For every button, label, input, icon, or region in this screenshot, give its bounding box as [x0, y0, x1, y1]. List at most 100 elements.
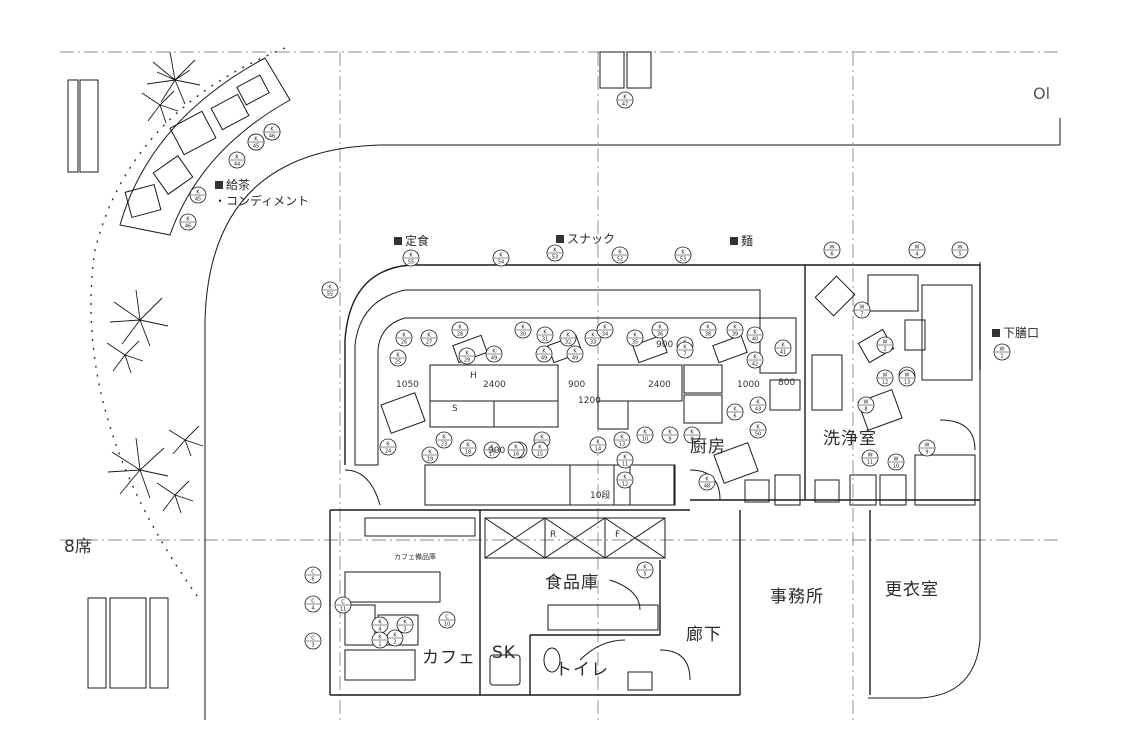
k-equipment-tag: K52	[611, 246, 629, 264]
k-equipment-tag: K43	[749, 396, 767, 414]
w-equipment-tag-number: 13	[904, 380, 910, 386]
k-equipment-tag-prefix: K	[396, 353, 400, 359]
c-equipment-tag-number: 3	[311, 643, 314, 649]
k-equipment-tag-prefix: K	[733, 325, 737, 331]
w-equipment-tag-prefix: W	[864, 400, 869, 406]
k-equipment-tag: K23	[435, 431, 453, 449]
k-equipment-tag-prefix: K	[591, 333, 595, 339]
k-equipment-tag-number: 4	[378, 627, 381, 633]
k-equipment-tag-number: 45	[195, 197, 201, 203]
k-equipment-tag-number: 12	[622, 482, 628, 488]
k-equipment-tag-prefix: K	[393, 633, 397, 639]
c-equipment-tag-number: 11	[340, 607, 346, 613]
k-equipment-tag-prefix: K	[196, 190, 200, 196]
k-equipment-tag-prefix: K	[542, 349, 546, 355]
k-equipment-tag-prefix: K	[402, 333, 406, 339]
k-equipment-tag-number: 11	[622, 462, 628, 468]
k-equipment-tag: K1	[371, 631, 389, 649]
k-equipment-tag: K46	[263, 123, 281, 141]
k-equipment-tag-prefix: K	[683, 345, 687, 351]
k-equipment-tag: K50	[749, 421, 767, 439]
k-equipment-tag-prefix: K	[521, 325, 525, 331]
dotted-boundary	[90, 47, 286, 601]
cafe-storage-label: カフェ備品庫	[394, 553, 436, 561]
square-marker-icon	[394, 237, 402, 245]
k-equipment-tag: K6	[726, 403, 744, 421]
c-equipment-tag-number: 6	[311, 577, 314, 583]
k-equipment-tag-prefix: K	[386, 442, 390, 448]
h-mark: H	[470, 371, 477, 381]
k-equipment-tag-prefix: K	[781, 343, 785, 349]
k-equipment-tag-prefix: K	[753, 330, 757, 336]
c-equipment-tag: C11	[334, 596, 352, 614]
k-equipment-tag: K47	[616, 91, 634, 109]
k-equipment-tag: K48	[698, 473, 716, 491]
k-equipment-tag: K16	[507, 441, 525, 459]
k-equipment-tag: K49	[485, 345, 503, 363]
k-equipment-tag-prefix: K	[566, 333, 570, 339]
room-locker: 更衣室	[885, 580, 939, 600]
k-equipment-tag: K29	[458, 347, 476, 365]
k-equipment-tag: K26	[395, 329, 413, 347]
k-equipment-tag: K39	[726, 321, 744, 339]
k-equipment-tag-number: 53	[680, 257, 686, 263]
section-tray-return: 下膳口	[992, 324, 1039, 341]
w-equipment-tag-prefix: W	[883, 340, 888, 346]
k-equipment-tag-number: 45	[253, 144, 259, 150]
w-equipment-tag: W7	[853, 301, 871, 319]
c-equipment-tag-prefix: C	[445, 615, 449, 621]
k-equipment-tag-prefix: K	[270, 127, 274, 133]
k-tag-group: K47K44K45K46K45K46K45K46K55K55K54K53K52K…	[179, 91, 792, 649]
toilet-fixtures	[543, 479, 840, 691]
k-equipment-tag: K38	[699, 321, 717, 339]
k-equipment-tag-number: 8	[690, 437, 693, 443]
k-equipment-tag: K18	[459, 439, 477, 457]
k-equipment-tag: K45	[189, 186, 207, 204]
cafe-equipment	[344, 517, 521, 686]
k-equipment-tag: K3	[396, 616, 414, 634]
r-mark: R	[550, 530, 557, 540]
section-snack: スナック	[556, 230, 615, 247]
k-equipment-tag: K19	[421, 446, 439, 464]
w-equipment-tag-prefix: W	[894, 457, 899, 463]
k-equipment-tag-number: 27	[426, 340, 432, 346]
seat-count-label: 8席	[64, 537, 92, 557]
doors	[344, 419, 976, 681]
k-equipment-tag-prefix: K	[603, 325, 607, 331]
w-equipment-tag-number: 5	[958, 252, 961, 258]
k-equipment-tag-prefix: K	[623, 455, 627, 461]
k-equipment-tag-prefix: K	[623, 475, 627, 481]
k-equipment-tag: K24	[379, 438, 397, 456]
w-equipment-tag-number: 2	[883, 347, 886, 353]
k-equipment-tag: K31	[536, 326, 554, 344]
room-cafe: カフェ	[422, 648, 476, 668]
room-kitchen: 厨房	[690, 437, 726, 457]
k-equipment-tag-number: 54	[498, 260, 504, 266]
k-equipment-tag-number: 6	[733, 414, 736, 420]
k-equipment-tag: K25	[389, 349, 407, 367]
w-equipment-tag-prefix: W	[868, 453, 873, 459]
k-equipment-tag: K32	[559, 329, 577, 347]
k-equipment-tag: K33	[584, 329, 602, 347]
k-equipment-tag-number: 18	[465, 450, 471, 456]
k-equipment-tag-number: 16	[513, 452, 519, 458]
k-equipment-tag-prefix: K	[756, 400, 760, 406]
c-equipment-tag-prefix: C	[311, 636, 315, 642]
k-equipment-tag-number: 46	[185, 224, 191, 230]
k-equipment-tag-number: 17	[489, 452, 495, 458]
k-equipment-tag-prefix: K	[458, 325, 462, 331]
k-equipment-tag-number: 28	[457, 332, 463, 338]
dimension-label: 1200	[578, 396, 601, 406]
k-equipment-tag-number: 25	[395, 360, 401, 366]
w-equipment-tag-number: 7	[860, 312, 863, 318]
dimension-label: 2400	[648, 380, 671, 390]
k-equipment-tag-prefix: K	[643, 430, 647, 436]
w-equipment-tag-number: 9	[925, 450, 928, 456]
k-equipment-tag-prefix: K	[235, 155, 239, 161]
c-equipment-tag-prefix: C	[311, 599, 315, 605]
c-equipment-tag: C3	[304, 632, 322, 650]
w-equipment-tag: W8	[857, 396, 875, 414]
w-tag-group: W6W4W5W7W1W2W3W12W13W8W9W11W10	[823, 241, 1011, 471]
w-equipment-tag: W1	[993, 343, 1011, 361]
k-equipment-tag: K49	[566, 345, 584, 363]
